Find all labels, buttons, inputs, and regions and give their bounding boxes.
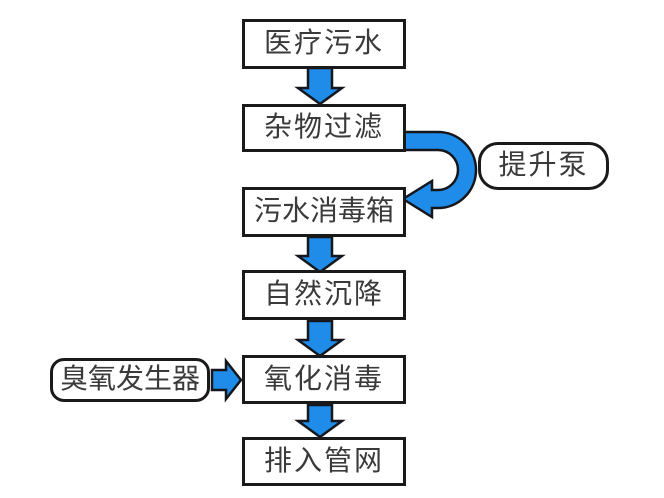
callout-lift-pump: 提升泵 xyxy=(478,142,609,190)
flow-step-oxidation-disinfection: 氧化消毒 xyxy=(242,355,406,404)
uturn-arrow-filter-to-tank-icon xyxy=(400,130,478,220)
callout-label: 提升泵 xyxy=(498,148,589,181)
flow-step-label: 杂物过滤 xyxy=(263,110,384,143)
arrow-ozone-to-oxidation-icon xyxy=(210,357,243,403)
arrow-oxidation-to-discharge-icon xyxy=(294,403,346,439)
flow-step-debris-filtering: 杂物过滤 xyxy=(242,104,406,152)
arrow-medical-to-filter-icon xyxy=(294,66,346,106)
arrow-tank-to-settling-icon xyxy=(294,235,346,274)
callout-ozone-generator: 臭氧发生器 xyxy=(50,358,210,402)
flow-step-discharge-network: 排入管网 xyxy=(242,437,406,486)
flow-step-medical-sewage: 医疗污水 xyxy=(242,19,406,69)
flow-step-label: 排入管网 xyxy=(263,443,384,477)
callout-label: 臭氧发生器 xyxy=(59,362,200,395)
arrow-settling-to-oxidation-icon xyxy=(294,319,346,358)
flow-step-label: 医疗污水 xyxy=(263,26,384,59)
flow-step-disinfection-tank: 污水消毒箱 xyxy=(242,187,406,237)
flow-step-natural-settling: 自然沉降 xyxy=(242,270,406,320)
flow-step-label: 污水消毒箱 xyxy=(253,194,394,227)
flow-step-label: 氧化消毒 xyxy=(263,361,384,395)
flow-step-label: 自然沉降 xyxy=(263,277,384,310)
